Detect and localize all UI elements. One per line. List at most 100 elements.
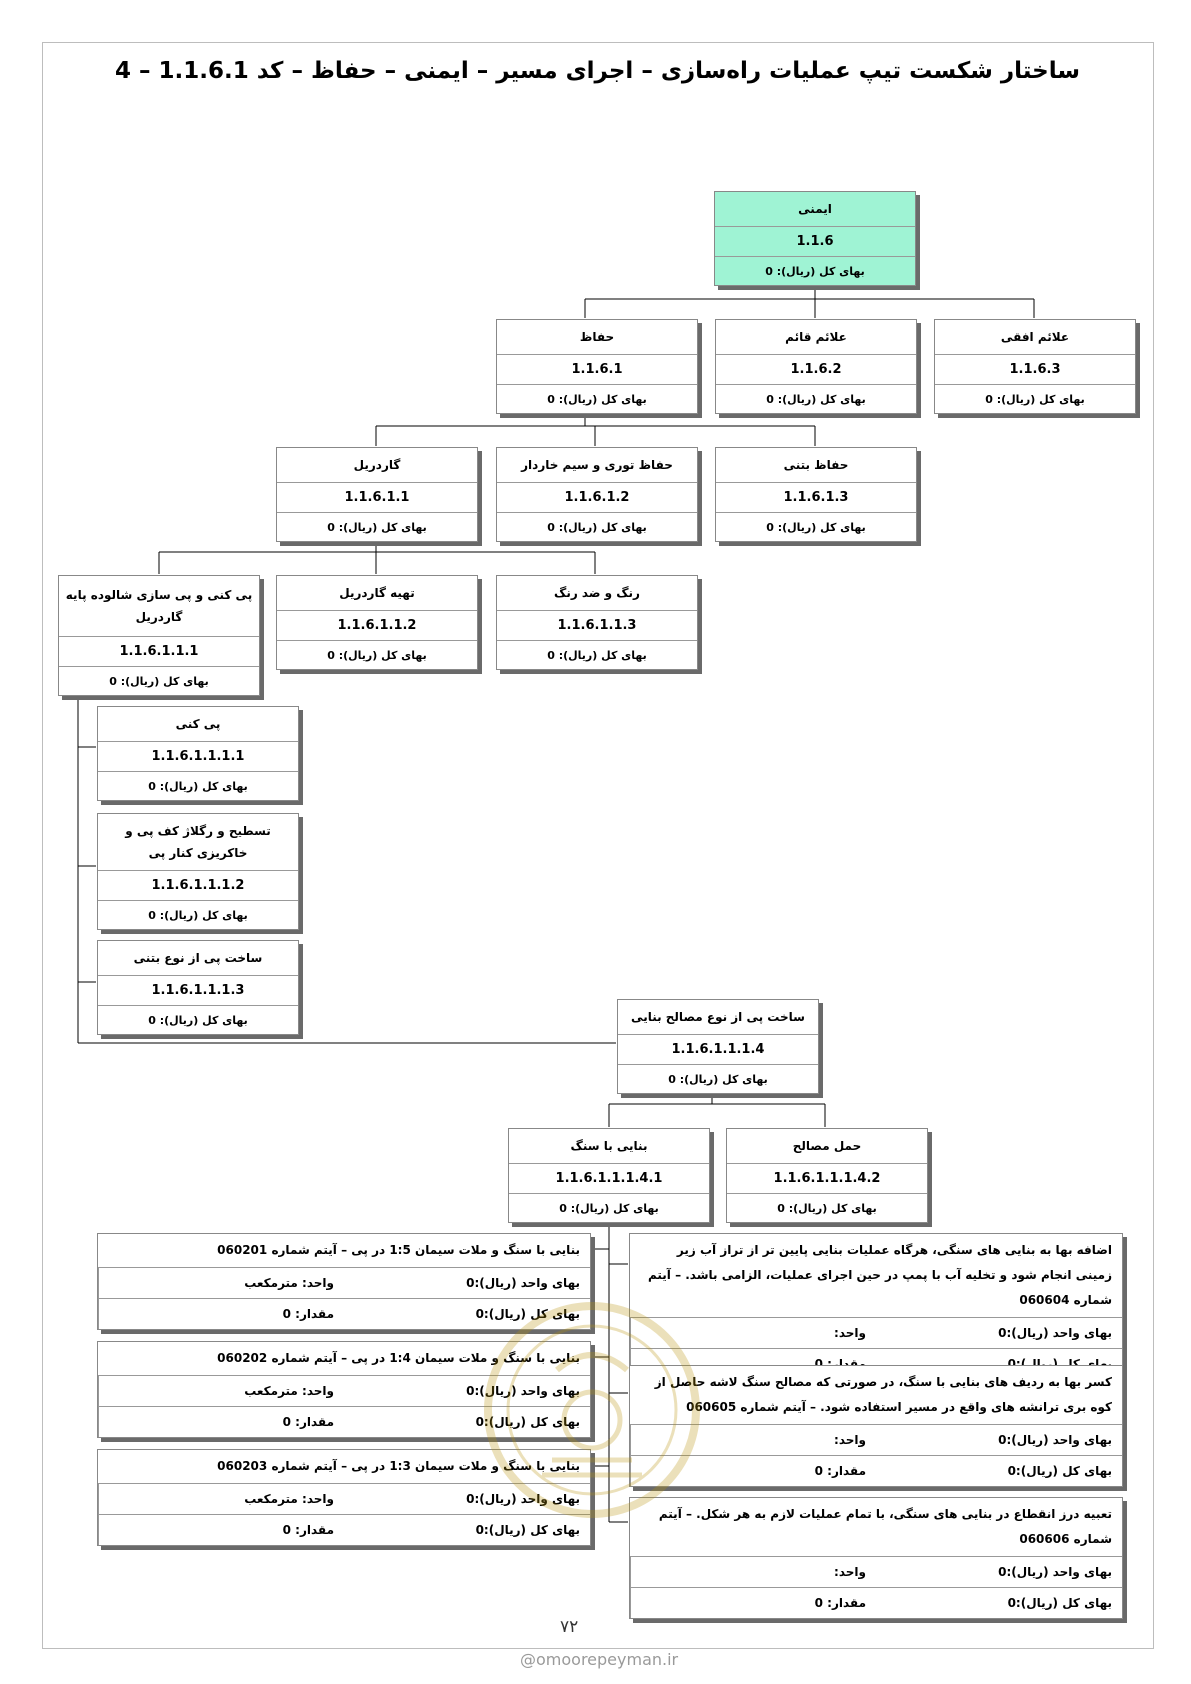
node-name: پی کنی — [98, 707, 298, 742]
node-code: 1.1.6.1.1.1 — [59, 637, 259, 667]
item-description: تعبیه درز انقطاع در بنایی های سنگی، با ت… — [630, 1498, 1122, 1557]
wbs-node-1-1-6-1-1: گاردریل 1.1.6.1.1 بهای کل (ریال): 0 — [276, 447, 478, 542]
website-watermark: @omoorepeyman.ir — [520, 1650, 679, 1669]
item-unit-price: بهای واحد (ریال):0 — [344, 1484, 590, 1515]
node-code: 1.1.6.1.2 — [497, 483, 697, 513]
node-code: 1.1.6.1.3 — [716, 483, 916, 513]
item-unit: واحد: مترمکعب — [98, 1484, 344, 1515]
item-total: بهای کل (ریال):0 — [1007, 1596, 1112, 1610]
connector-11611 — [158, 538, 596, 574]
node-code: 1.1.6.1.1.1.2 — [98, 871, 298, 901]
item-unit: واحد: مترمکعب — [98, 1376, 344, 1407]
watermark-seal-icon — [484, 1302, 700, 1518]
node-code: 1.1.6.1.1 — [277, 483, 477, 513]
item-060604: اضافه بها به بنایی های سنگی، هرگاه عملیا… — [629, 1233, 1123, 1380]
wbs-node-1-1-6-1-1-2: تهیه گاردریل 1.1.6.1.1.2 بهای کل (ریال):… — [276, 575, 478, 670]
node-name: ایمنی — [715, 192, 915, 227]
wbs-node-1-1-6-1-1-1-2: تسطیح و رگلاژ کف پی و خاکریزی کنار پی 1.… — [97, 813, 299, 930]
item-unit-price: بهای واحد (ریال):0 — [876, 1318, 1122, 1349]
item-description: بنایی با سنگ و ملات سیمان 1:5 در پی – آی… — [98, 1234, 590, 1268]
item-description: بنایی با سنگ و ملات سیمان 1:4 در پی – آی… — [98, 1342, 590, 1376]
node-name: گاردریل — [277, 448, 477, 483]
node-cost: بهای کل (ریال): 0 — [148, 1013, 248, 1027]
node-name: ساخت پی از نوع بتنی — [98, 941, 298, 976]
item-quantity: مقدار: 0 — [630, 1588, 876, 1618]
item-060605: کسر بها به ردیف های بنایی با سنگ، در صور… — [629, 1365, 1123, 1487]
node-cost: بهای کل (ریال): 0 — [327, 520, 427, 534]
node-code: 1.1.6 — [715, 227, 915, 257]
node-cost: بهای کل (ریال): 0 — [766, 520, 866, 534]
item-description: اضافه بها به بنایی های سنگی، هرگاه عملیا… — [630, 1234, 1122, 1318]
wbs-node-1-1-6: ایمنی 1.1.6 بهای کل (ریال): 0 — [714, 191, 916, 286]
node-cost: بهای کل (ریال): 0 — [765, 264, 865, 278]
node-name: علائم افقی — [935, 320, 1135, 355]
item-quantity: مقدار: 0 — [98, 1299, 344, 1329]
wbs-node-1-1-6-3: علائم افقی 1.1.6.3 بهای کل (ریال): 0 — [934, 319, 1136, 414]
connector-116111 — [77, 688, 616, 1044]
item-description: بنایی با سنگ و ملات سیمان 1:3 در پی – آی… — [98, 1450, 590, 1484]
node-cost: بهای کل (ریال): 0 — [985, 392, 1085, 406]
node-name: ساخت پی از نوع مصالح بنایی — [618, 1000, 818, 1035]
node-name: حفاظ توری و سیم خاردار — [497, 448, 697, 483]
node-cost: بهای کل (ریال): 0 — [327, 648, 427, 662]
node-cost: بهای کل (ریال): 0 — [148, 908, 248, 922]
node-code: 1.1.6.1.1.1.3 — [98, 976, 298, 1006]
item-060202: بنایی با سنگ و ملات سیمان 1:4 در پی – آی… — [97, 1341, 591, 1438]
node-name: حفاظ — [497, 320, 697, 355]
node-name: تهیه گاردریل — [277, 576, 477, 611]
node-code: 1.1.6.1.1.1.4 — [618, 1035, 818, 1065]
node-cost: بهای کل (ریال): 0 — [766, 392, 866, 406]
node-cost: بهای کل (ریال): 0 — [559, 1201, 659, 1215]
item-quantity: مقدار: 0 — [98, 1407, 344, 1437]
item-060201: بنایی با سنگ و ملات سیمان 1:5 در پی – آی… — [97, 1233, 591, 1330]
item-description: کسر بها به ردیف های بنایی با سنگ، در صور… — [630, 1366, 1122, 1425]
item-total: بهای کل (ریال):0 — [1007, 1464, 1112, 1478]
node-code: 1.1.6.1.1.1.1 — [98, 742, 298, 772]
wbs-node-1-1-6-1-1-1-4-2: حمل مصالح 1.1.6.1.1.1.4.2 بهای کل (ریال)… — [726, 1128, 928, 1223]
node-code: 1.1.6.1.1.1.4.1 — [509, 1164, 709, 1194]
node-code: 1.1.6.1.1.2 — [277, 611, 477, 641]
wbs-node-1-1-6-1-2: حفاظ توری و سیم خاردار 1.1.6.1.2 بهای کل… — [496, 447, 698, 542]
node-cost: بهای کل (ریال): 0 — [547, 648, 647, 662]
node-name: بنایی با سنگ — [509, 1129, 709, 1164]
item-total: بهای کل (ریال):0 — [475, 1307, 580, 1321]
node-name: پی کنی و پی سازی شالوده پایه گاردریل — [59, 576, 259, 637]
connector-1161114 — [608, 1090, 826, 1127]
wbs-node-1-1-6-1-1-1-1: پی کنی 1.1.6.1.1.1.1 بهای کل (ریال): 0 — [97, 706, 299, 801]
item-060203: بنایی با سنگ و ملات سیمان 1:3 در پی – آی… — [97, 1449, 591, 1546]
item-unit-price: بهای واحد (ریال):0 — [876, 1557, 1122, 1588]
item-total: بهای کل (ریال):0 — [475, 1415, 580, 1429]
page-title: ساختار شکست تیپ عملیات راه‌سازی – اجرای … — [115, 58, 1080, 84]
item-unit: واحد: — [630, 1318, 876, 1349]
wbs-node-1-1-6-1-1-3: رنگ و ضد رنگ 1.1.6.1.1.3 بهای کل (ریال):… — [496, 575, 698, 670]
item-unit: واحد: — [630, 1425, 876, 1456]
node-name: رنگ و ضد رنگ — [497, 576, 697, 611]
node-name: علائم قائم — [716, 320, 916, 355]
node-cost: بهای کل (ریال): 0 — [547, 392, 647, 406]
item-quantity: مقدار: 0 — [630, 1456, 876, 1486]
item-unit: واحد: مترمکعب — [98, 1268, 344, 1299]
wbs-node-1-1-6-2: علائم قائم 1.1.6.2 بهای کل (ریال): 0 — [715, 319, 917, 414]
item-total: بهای کل (ریال):0 — [475, 1523, 580, 1537]
wbs-node-1-1-6-1-3: حفاظ بتنی 1.1.6.1.3 بهای کل (ریال): 0 — [715, 447, 917, 542]
node-code: 1.1.6.1 — [497, 355, 697, 385]
node-cost: بهای کل (ریال): 0 — [109, 674, 209, 688]
item-060606: تعبیه درز انقطاع در بنایی های سنگی، با ت… — [629, 1497, 1123, 1619]
node-code: 1.1.6.3 — [935, 355, 1135, 385]
wbs-node-1-1-6-1-1-1-4: ساخت پی از نوع مصالح بنایی 1.1.6.1.1.1.4… — [617, 999, 819, 1094]
page-number: ۷۲ — [560, 1617, 579, 1637]
node-code: 1.1.6.1.1.1.4.2 — [727, 1164, 927, 1194]
node-code: 1.1.6.1.1.3 — [497, 611, 697, 641]
item-unit-price: بهای واحد (ریال):0 — [344, 1268, 590, 1299]
node-code: 1.1.6.2 — [716, 355, 916, 385]
item-unit-price: بهای واحد (ریال):0 — [344, 1376, 590, 1407]
node-name: حفاظ بتنی — [716, 448, 916, 483]
wbs-node-1-1-6-1-1-1-3: ساخت پی از نوع بتنی 1.1.6.1.1.1.3 بهای ک… — [97, 940, 299, 1035]
item-quantity: مقدار: 0 — [98, 1515, 344, 1545]
node-cost: بهای کل (ریال): 0 — [148, 779, 248, 793]
node-cost: بهای کل (ریال): 0 — [777, 1201, 877, 1215]
node-cost: بهای کل (ریال): 0 — [547, 520, 647, 534]
node-cost: بهای کل (ریال): 0 — [668, 1072, 768, 1086]
